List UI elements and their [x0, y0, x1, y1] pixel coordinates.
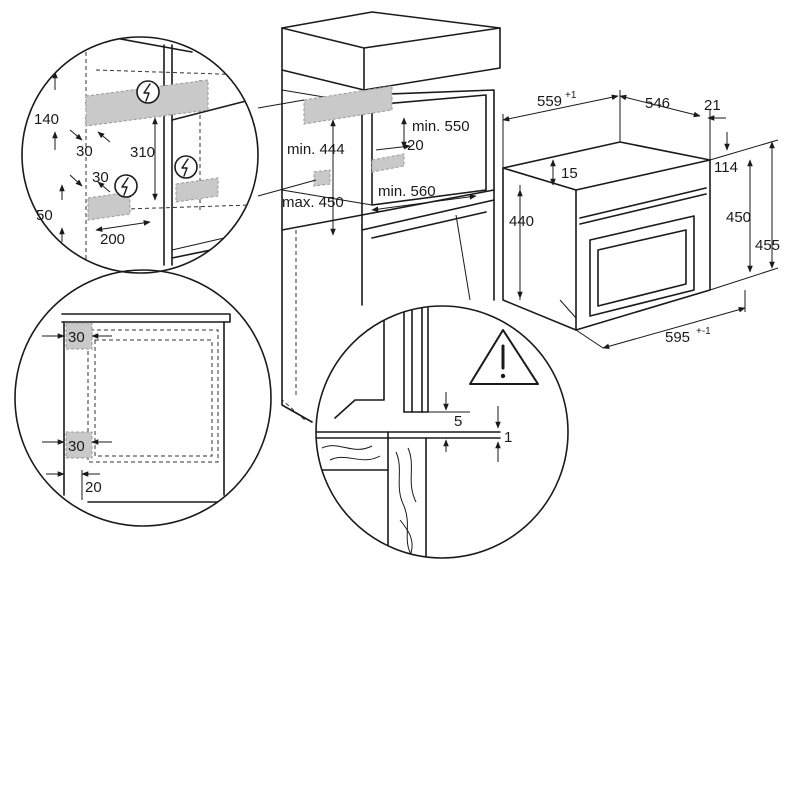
dim-bottom-5: 5 [454, 413, 462, 430]
dim-21: 21 [704, 97, 721, 114]
dim-15: 15 [561, 165, 578, 182]
dim-450: 450 [726, 209, 751, 226]
dim-min444: min. 444 [287, 141, 345, 158]
dim-30-upper: 30 [76, 143, 93, 160]
dim-440: 440 [509, 213, 534, 230]
dim-310: 310 [130, 144, 155, 161]
detail-bottom-content [316, 307, 501, 558]
dim-side-30-bottom: 30 [68, 438, 85, 455]
detail-bubble-top [21, 36, 259, 274]
electric-hazard-icon [136, 80, 160, 104]
dim-140: 140 [34, 111, 59, 128]
dim-50: 50 [36, 207, 53, 224]
dim-side-20: 20 [85, 479, 102, 496]
cabinet-vent-area [303, 85, 393, 125]
dim-559: 559 [537, 93, 562, 110]
dim-595: 595 [665, 329, 690, 346]
dim-595-tolerance: +-1 [696, 326, 711, 337]
dim-max450: max. 450 [282, 194, 344, 211]
dim-min550: min. 550 [412, 118, 470, 135]
dim-min560: min. 560 [378, 183, 436, 200]
dim-30-lower: 30 [92, 169, 109, 186]
dim-559-tolerance: +1 [565, 90, 577, 101]
dim-455: 455 [755, 237, 780, 254]
electric-hazard-icon [114, 174, 138, 198]
warning-triangle-icon [469, 329, 539, 385]
dim-546: 546 [645, 95, 670, 112]
detail-side-content [42, 313, 261, 503]
detail-bubble-side [14, 269, 272, 527]
cabinet-drawing [257, 11, 501, 423]
dim-side-30-top: 30 [68, 329, 85, 346]
dim-200: 200 [100, 231, 125, 248]
dim-20-cabinet: 20 [407, 137, 424, 154]
oven-drawing [502, 90, 779, 349]
bubble-pointer [455, 214, 471, 301]
electric-hazard-icon [174, 155, 198, 179]
dim-114: 114 [714, 159, 738, 176]
dim-bottom-1: 1 [504, 429, 512, 446]
